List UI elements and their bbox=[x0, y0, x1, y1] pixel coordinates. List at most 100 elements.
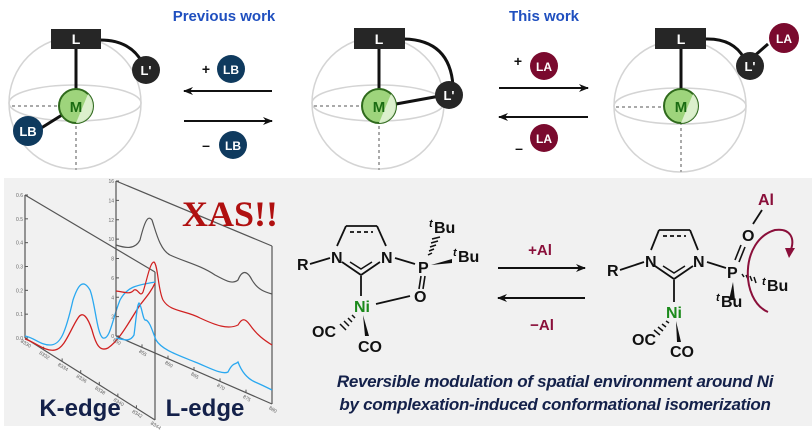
summary-caption: Reversible modulation of spatial environ… bbox=[300, 370, 810, 416]
bond-r-n bbox=[309, 257, 331, 265]
lb-minus-sign: – bbox=[202, 137, 210, 153]
x-tick-label: 8336 bbox=[75, 374, 88, 385]
y-tick-label: 0.5 bbox=[16, 217, 23, 223]
bond-n-p bbox=[394, 257, 416, 265]
xas-title: XAS!! bbox=[182, 194, 278, 234]
l-edge-spectrum-blue bbox=[115, 302, 273, 391]
x-tick-label: 8342 bbox=[131, 409, 144, 420]
atom-o: O bbox=[414, 289, 426, 306]
tbu-prefix: t bbox=[716, 292, 721, 304]
ligand-l-label: L bbox=[677, 31, 686, 47]
carbene-ring-inner bbox=[662, 265, 686, 274]
hemilabile-lprime-label: L' bbox=[443, 88, 454, 103]
x-tick-label: 8338 bbox=[94, 386, 107, 397]
add-al-label: +Al bbox=[528, 242, 552, 259]
metal-m-label: M bbox=[373, 99, 386, 116]
lb-add-badge bbox=[217, 55, 245, 83]
l-edge-spectrum-gray bbox=[115, 217, 273, 295]
y-tick-label: 6 bbox=[111, 276, 114, 282]
tbu-prefix: t bbox=[453, 247, 458, 259]
x-tick-label: 855 bbox=[137, 349, 147, 359]
atom-p: P bbox=[418, 260, 429, 277]
remove-al-label: −Al bbox=[530, 317, 554, 334]
y-tick-label: 2 bbox=[111, 315, 114, 321]
ligand-l-block bbox=[655, 28, 706, 49]
x-tick-label: 870 bbox=[215, 383, 225, 393]
carbene-ring-arc bbox=[341, 261, 381, 277]
y-tick-label: 10 bbox=[108, 237, 114, 243]
bond-n-p bbox=[706, 261, 727, 269]
atom-p: P bbox=[727, 265, 738, 282]
solid-wedge-bond bbox=[676, 321, 681, 342]
k-edge-top-diagonal bbox=[24, 194, 156, 273]
la-add-label: LA bbox=[536, 60, 552, 74]
lewis-acid-label: LA bbox=[776, 32, 792, 46]
k-edge-x-axis bbox=[24, 337, 156, 421]
rotation-arrow bbox=[746, 228, 794, 313]
rotation-arrowhead bbox=[785, 248, 795, 258]
lower-panel-background bbox=[4, 178, 812, 426]
bond-p-o bbox=[422, 275, 426, 290]
y-tick-label: 16 bbox=[108, 179, 114, 185]
y-tick-label: 0.1 bbox=[16, 312, 23, 318]
x-tick-label: 875 bbox=[241, 394, 251, 404]
bond-o-al bbox=[752, 209, 763, 225]
la-remove-label: LA bbox=[536, 132, 552, 146]
y-tick-label: 14 bbox=[108, 198, 114, 204]
ring-bond bbox=[336, 225, 347, 247]
sphere-previous-state: L L' M LB bbox=[8, 29, 160, 170]
ligand-l-block bbox=[354, 28, 405, 49]
ni-complex-chelated: R N N P t Bu t Bu O bbox=[297, 218, 479, 356]
la-equilibrium: + LA – LA bbox=[498, 52, 589, 156]
tbu-prefix: t bbox=[429, 218, 434, 230]
l-edge-top-diagonal bbox=[115, 180, 273, 247]
atom-n2: N bbox=[381, 250, 393, 267]
k-edge-y-ticks: 0.00.10.20.30.40.50.6 bbox=[16, 193, 28, 342]
carbonyl-bottom: CO bbox=[358, 339, 382, 356]
metal-highlight bbox=[681, 94, 698, 123]
caption-line-1: Reversible modulation of spatial environ… bbox=[336, 372, 774, 391]
k-edge-spectrum-blue bbox=[24, 281, 156, 346]
sphere-la-bound-state: L L' LA M bbox=[613, 23, 799, 173]
ligand-l-label: L bbox=[375, 31, 384, 47]
atom-o: O bbox=[742, 228, 754, 245]
atom-ni: Ni bbox=[666, 305, 682, 322]
atom-n2: N bbox=[693, 254, 705, 271]
hemilabile-lprime-circle bbox=[736, 52, 764, 80]
bond-r-n bbox=[619, 261, 645, 271]
x-tick-label: 8332 bbox=[38, 350, 51, 361]
atom-n1: N bbox=[331, 250, 343, 267]
x-tick-label: 860 bbox=[163, 360, 173, 370]
solid-wedge-bond bbox=[431, 259, 452, 265]
tbu-top: Bu bbox=[434, 220, 455, 237]
atom-r: R bbox=[607, 263, 619, 280]
metal-highlight bbox=[379, 94, 396, 123]
x-tick-label: 8330 bbox=[19, 339, 32, 350]
x-tick-label: 8340 bbox=[112, 397, 125, 408]
carbene-ring-arc bbox=[654, 265, 694, 281]
this-work-heading: This work bbox=[509, 8, 580, 25]
la-plus-sign: + bbox=[514, 53, 522, 69]
atom-al: Al bbox=[758, 192, 774, 209]
x-tick-label: 8344 bbox=[149, 421, 162, 432]
bond-ni-o bbox=[375, 295, 411, 305]
carbonyl-left: OC bbox=[632, 332, 656, 349]
y-tick-label: 4 bbox=[111, 295, 114, 301]
tbu-prefix: t bbox=[762, 276, 767, 288]
ring-bond bbox=[689, 229, 699, 251]
lb-remove-label: LB bbox=[225, 139, 241, 153]
la-add-badge bbox=[530, 52, 558, 80]
y-tick-label: 0.0 bbox=[16, 336, 23, 342]
atom-n1: N bbox=[645, 254, 657, 271]
tbu-right: Bu bbox=[767, 278, 788, 295]
solid-wedge-bond bbox=[729, 282, 735, 300]
sphere-chelated-state: L L' M bbox=[311, 28, 463, 170]
la-remove-badge bbox=[530, 124, 558, 152]
m-lprime-bond bbox=[395, 94, 441, 106]
ring-bond bbox=[650, 229, 660, 251]
